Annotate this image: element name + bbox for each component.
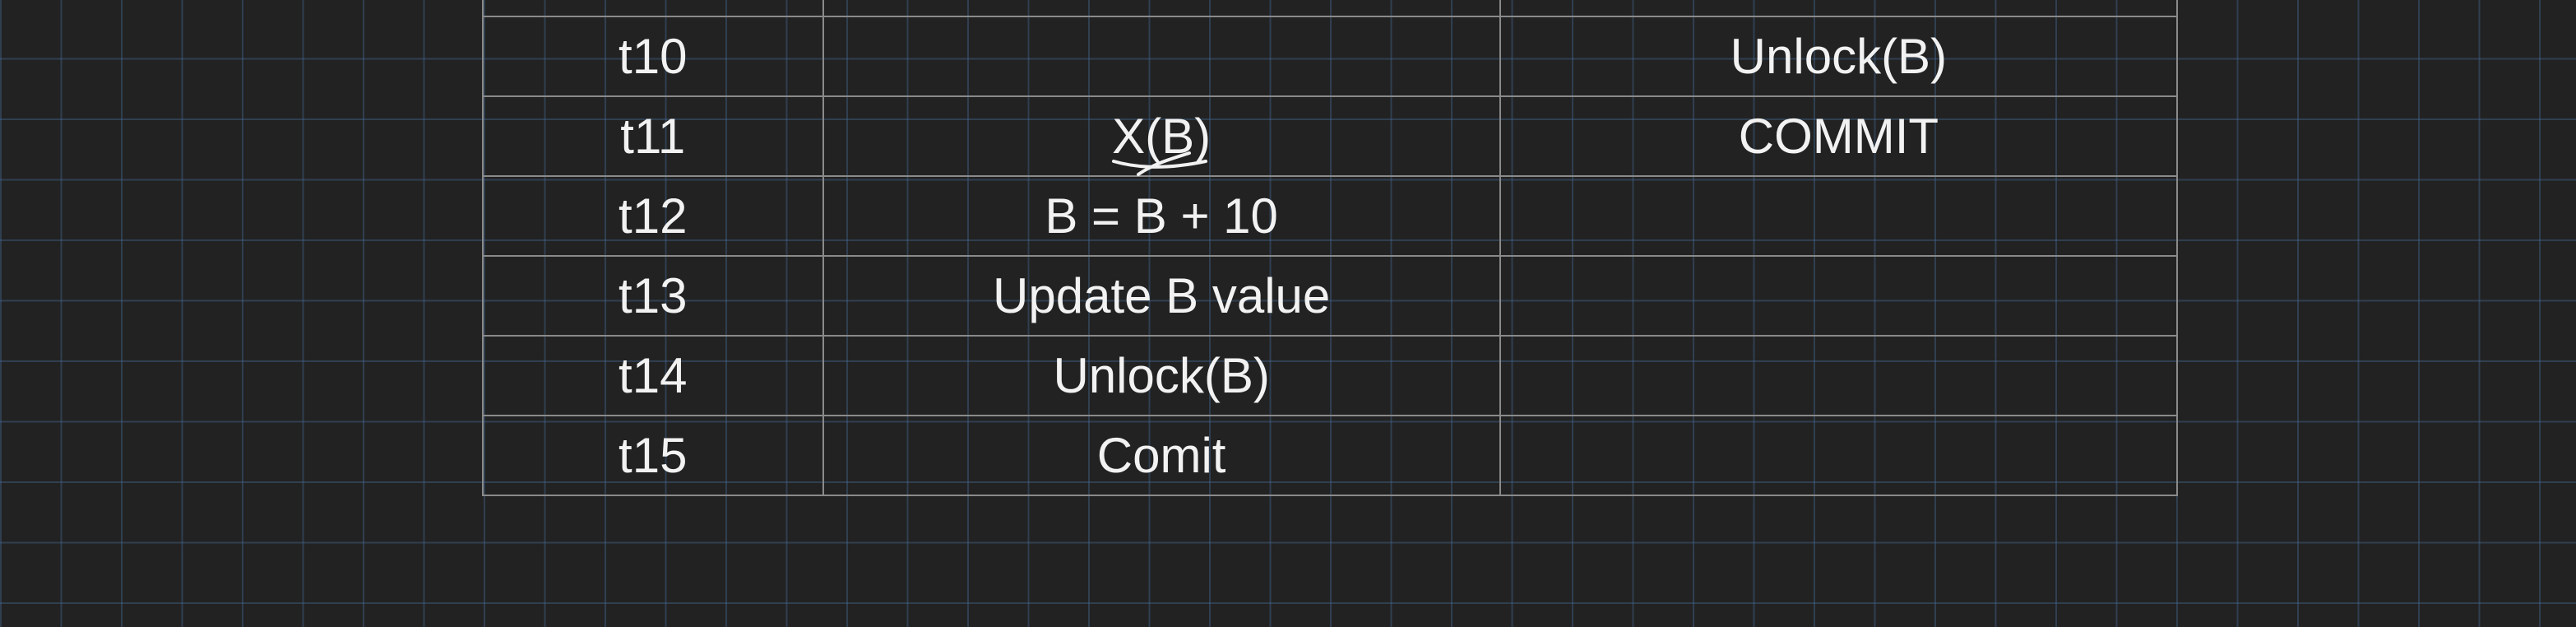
time-cell <box>482 0 824 17</box>
transaction-1-cell: Comit <box>822 415 1501 496</box>
transaction-1-cell: X(B) <box>822 95 1501 177</box>
time-cell: t13 <box>482 255 824 337</box>
table-row <box>482 0 2179 17</box>
table-row: t11 X(B) COMMIT <box>482 95 2179 177</box>
transaction-schedule-table: t10 Unlock(B) t11 X(B) COMMIT t12 B = B … <box>482 0 2179 496</box>
time-cell: t14 <box>482 335 824 416</box>
transaction-2-cell <box>1499 335 2179 416</box>
annotated-operation: X(B) <box>1112 108 1212 176</box>
table-row: t15 Comit <box>482 415 2179 496</box>
transaction-2-cell <box>1499 175 2179 257</box>
time-cell: t10 <box>482 16 824 97</box>
transaction-1-cell: B = B + 10 <box>822 175 1501 257</box>
table-row: t12 B = B + 10 <box>482 175 2179 257</box>
transaction-2-cell: COMMIT <box>1499 95 2179 177</box>
operation-text: X(B) <box>1112 108 1212 164</box>
time-cell: t11 <box>482 95 824 177</box>
transaction-2-cell <box>1499 415 2179 496</box>
time-cell: t15 <box>482 415 824 496</box>
transaction-2-cell <box>1499 255 2179 337</box>
transaction-2-cell <box>1499 0 2179 17</box>
transaction-1-cell <box>822 16 1501 97</box>
transaction-1-cell: Unlock(B) <box>822 335 1501 416</box>
transaction-2-cell: Unlock(B) <box>1499 16 2179 97</box>
time-cell: t12 <box>482 175 824 257</box>
table-row: t14 Unlock(B) <box>482 335 2179 416</box>
handwritten-underline-icon <box>1112 151 1208 176</box>
table-row: t13 Update B value <box>482 255 2179 337</box>
table-row: t10 Unlock(B) <box>482 16 2179 97</box>
transaction-1-cell <box>822 0 1501 17</box>
transaction-1-cell: Update B value <box>822 255 1501 337</box>
